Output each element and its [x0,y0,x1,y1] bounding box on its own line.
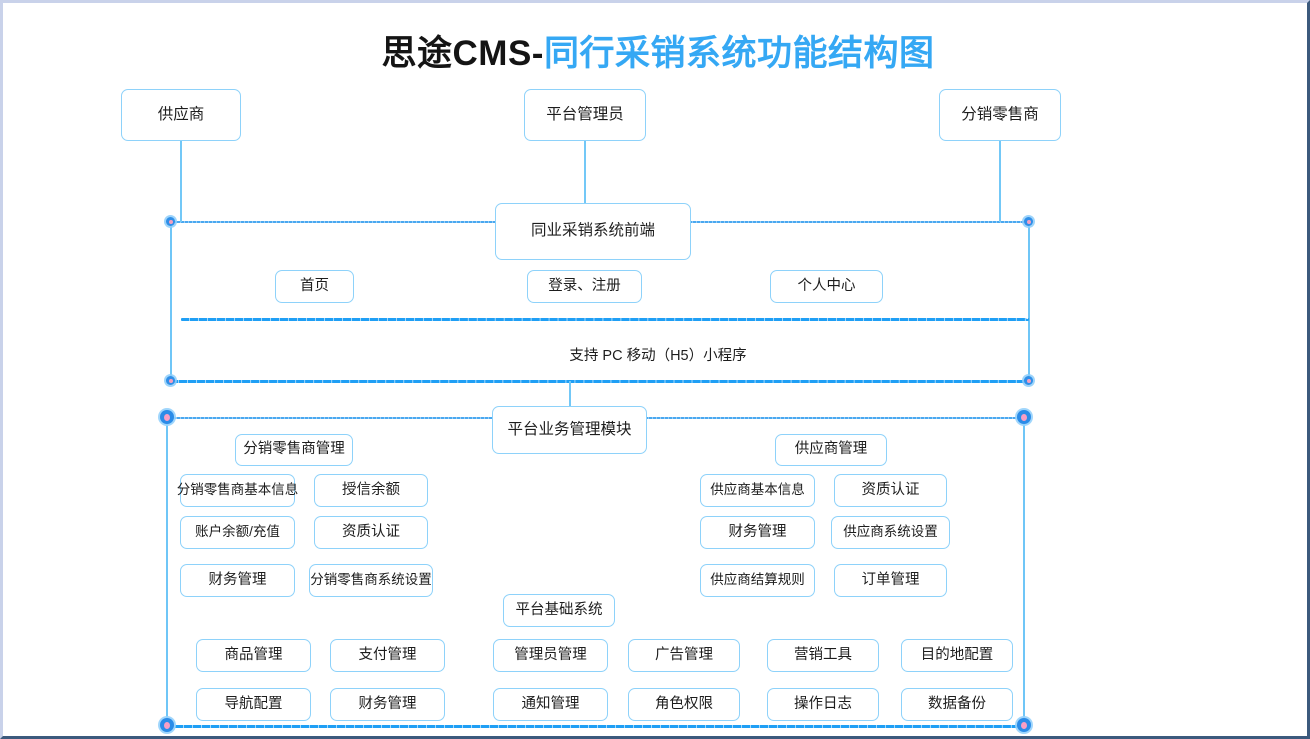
base-item-label: 营销工具 [794,646,852,663]
business-region-bottom [166,725,1024,728]
actor-label: 供应商 [157,105,205,123]
business-module-root-box[interactable]: 平台业务管理模块 [492,406,647,454]
frontend-region-left-edge [170,221,172,381]
title-highlight: 同行采销系统功能结构图 [543,34,935,73]
connector-retailer-down [999,141,1001,222]
actor-label: 分销零售商 [961,105,1039,123]
group-item-label: 授信余额 [342,481,400,498]
group-item-label: 财务管理 [208,571,267,588]
group-item-supplier-settlement-rules[interactable]: 供应商结算规则 [700,564,815,597]
base-item-label: 财务管理 [358,695,417,712]
base-item-label: 数据备份 [928,695,986,712]
frontend-item-label: 首页 [300,277,329,294]
group-item-distributor-basic-info[interactable]: 分销零售商基本信息 [177,474,298,507]
group-item-finance-management[interactable]: 财务管理 [180,564,295,597]
connector-admin-down [584,141,586,203]
base-item-navigation-config[interactable]: 导航配置 [196,688,311,721]
resize-handle-business-bottom-right[interactable] [1017,718,1031,732]
resize-handle-frontend-bottom-right[interactable] [1024,376,1033,385]
group-item-label: 账户余额/充值 [195,524,280,540]
frontend-item-home[interactable]: 首页 [275,270,354,303]
base-item-label: 支付管理 [358,646,417,663]
base-system-header[interactable]: 平台基础系统 [503,594,615,627]
business-region-left-edge [166,417,168,728]
resize-handle-frontend-top-left[interactable] [166,217,175,226]
group-item-credit-balance[interactable]: 授信余额 [314,474,428,507]
frontend-item-label: 登录、注册 [548,277,621,294]
resize-handle-business-top-right[interactable] [1017,410,1031,424]
group-item-label: 财务管理 [728,523,787,540]
group-item-label: 订单管理 [861,571,920,588]
base-item-admin-management[interactable]: 管理员管理 [493,639,608,672]
base-item-payment-management[interactable]: 支付管理 [330,639,445,672]
frontend-item-user-center[interactable]: 个人中心 [770,270,883,303]
actor-label: 平台管理员 [546,105,624,123]
group-item-supplier-finance[interactable]: 财务管理 [700,516,815,549]
resize-handle-frontend-bottom-left[interactable] [166,376,175,385]
base-item-label: 商品管理 [224,646,283,663]
group-item-order-management[interactable]: 订单管理 [834,564,947,597]
frontend-root-label: 同业采销系统前端 [530,222,655,240]
base-item-data-backup[interactable]: 数据备份 [901,688,1013,721]
group-item-label: 供应商基本信息 [710,482,805,498]
base-item-operation-log[interactable]: 操作日志 [767,688,879,721]
group-item-label: 供应商结算规则 [710,572,805,588]
connector-supplier-down [180,141,182,222]
group-item-distributor-system-settings[interactable]: 分销零售商系统设置 [309,564,433,597]
group-item-supplier-qualification[interactable]: 资质认证 [834,474,947,507]
base-system-label: 平台基础系统 [515,601,603,618]
group-item-supplier-basic-info[interactable]: 供应商基本信息 [700,474,815,507]
group-item-label: 资质认证 [861,481,920,498]
base-item-label: 角色权限 [655,695,713,712]
base-item-label: 操作日志 [794,695,852,712]
group-header-distributor-management[interactable]: 分销零售商管理 [235,434,353,466]
actor-box-platform-admin[interactable]: 平台管理员 [524,89,646,141]
base-item-label: 导航配置 [224,695,283,712]
base-item-destination-config[interactable]: 目的地配置 [901,639,1013,672]
base-item-marketing-tools[interactable]: 营销工具 [767,639,879,672]
base-item-label: 管理员管理 [514,646,587,663]
group-item-label: 分销零售商基本信息 [176,482,299,498]
base-item-finance-management[interactable]: 财务管理 [330,688,445,721]
base-item-product-management[interactable]: 商品管理 [196,639,311,672]
group-item-account-balance-recharge[interactable]: 账户余额/充值 [180,516,295,549]
connector-support-to-business [569,381,571,418]
frontend-root-box[interactable]: 同业采销系统前端 [495,203,691,260]
actor-box-supplier[interactable]: 供应商 [121,89,241,141]
group-item-supplier-system-settings[interactable]: 供应商系统设置 [831,516,950,549]
group-header-label: 供应商管理 [794,441,868,458]
resize-handle-business-top-left[interactable] [160,410,174,424]
resize-handle-frontend-top-right[interactable] [1024,217,1033,226]
base-item-role-permissions[interactable]: 角色权限 [628,688,740,721]
group-item-label: 供应商系统设置 [843,524,938,540]
business-region-right-edge [1023,417,1025,728]
support-band-bottom-divider [170,380,1029,383]
base-item-label: 通知管理 [521,695,580,712]
base-item-ad-management[interactable]: 广告管理 [628,639,740,672]
business-module-root-label: 平台业务管理模块 [507,420,632,438]
page-title: 思途CMS-同行采销系统功能结构图 [3,25,1310,76]
group-header-label: 分销零售商管理 [243,441,345,458]
frontend-item-login-register[interactable]: 登录、注册 [527,270,642,303]
resize-handle-business-bottom-left[interactable] [160,718,174,732]
base-item-label: 目的地配置 [920,646,994,663]
group-header-supplier-management[interactable]: 供应商管理 [775,434,887,466]
base-item-label: 广告管理 [655,646,713,663]
group-item-label: 分销零售商系统设置 [310,572,432,588]
base-item-notification-management[interactable]: 通知管理 [493,688,608,721]
frontend-region-right-edge [1028,221,1030,381]
group-item-label: 资质认证 [342,523,400,540]
title-prefix: 思途CMS- [381,34,544,73]
frontend-item-label: 个人中心 [797,277,856,294]
actor-box-distributor-retailer[interactable]: 分销零售商 [939,89,1061,141]
support-note: 支持 PC 移动（H5）小程序 [569,348,747,364]
support-band-top-divider [181,318,1029,321]
group-item-qualification-certification[interactable]: 资质认证 [314,516,428,549]
